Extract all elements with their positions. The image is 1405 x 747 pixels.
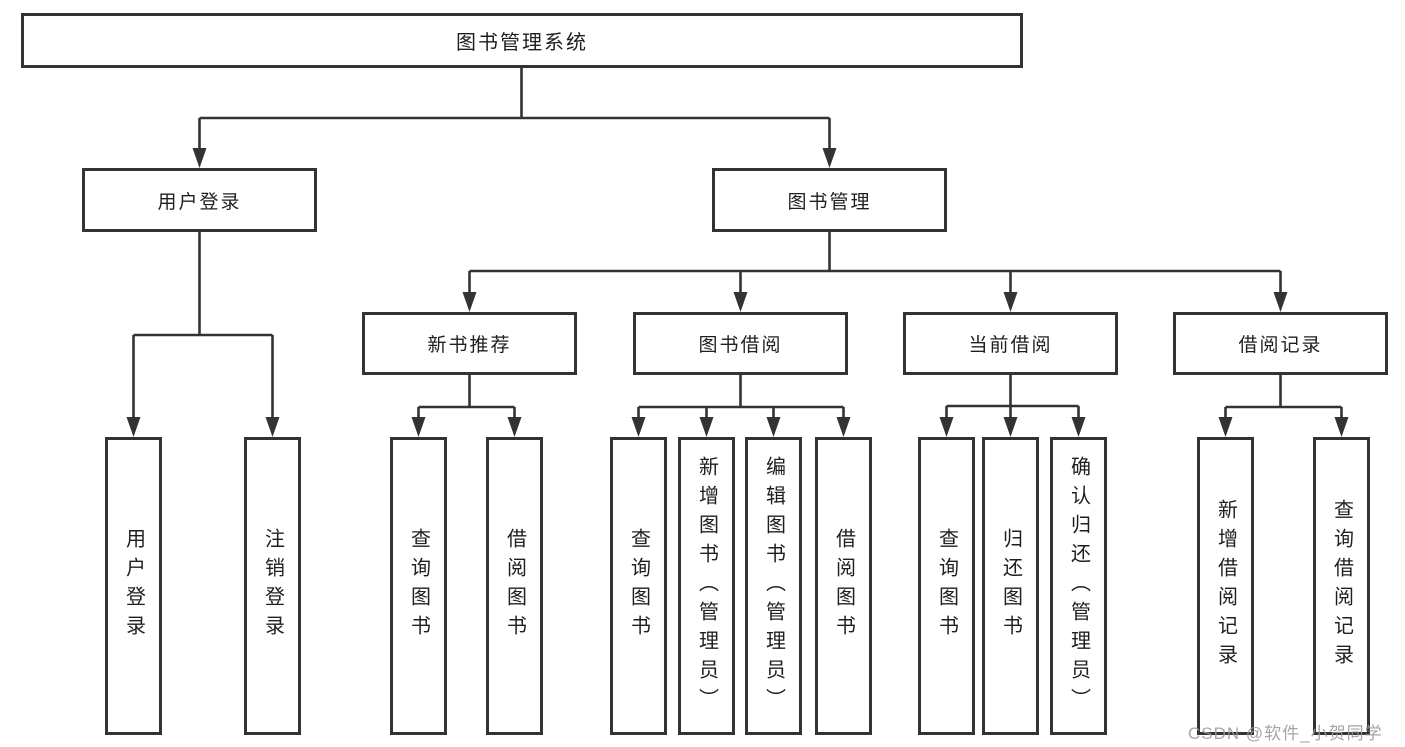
arrow-down-icon	[733, 292, 748, 312]
csdn-watermark: CSDN @软件_小贺同学	[1188, 724, 1383, 743]
leaf-borrow-book-recommend-label: 借阅图书	[503, 528, 526, 644]
node-user-login-label: 用户登录	[157, 191, 242, 213]
leaf-return-book: 归还图书	[982, 437, 1039, 735]
node-borrow-record: 借阅记录	[1173, 312, 1388, 375]
arrowheads	[126, 148, 1349, 437]
node-user-login: 用户登录	[82, 168, 317, 232]
node-book-borrow: 图书借阅	[633, 312, 848, 375]
node-book-borrow-label: 图书借阅	[698, 335, 783, 356]
arrow-down-icon	[1003, 417, 1018, 437]
node-book-management-label: 图书管理	[787, 191, 872, 213]
node-new-book-recommend-label: 新书推荐	[427, 335, 512, 356]
leaf-user-login-label: 用户登录	[122, 528, 145, 644]
leaf-query-book-current: 查询图书	[918, 437, 975, 735]
arrow-down-icon	[411, 417, 426, 437]
edge-newbook-to-leaves	[417, 375, 516, 421]
leaf-query-book-recommend-label: 查询图书	[407, 528, 430, 644]
arrow-down-icon	[1273, 292, 1288, 312]
leaf-add-borrow-record: 新增借阅记录	[1197, 437, 1254, 735]
leaf-return-book-label: 归还图书	[999, 528, 1022, 644]
node-book-management: 图书管理	[712, 168, 947, 232]
node-root-label: 图书管理系统	[456, 32, 588, 54]
arrow-down-icon	[699, 417, 714, 437]
leaf-borrow-book-borrow: 借阅图书	[815, 437, 872, 735]
node-current-borrow: 当前借阅	[903, 312, 1118, 375]
arrow-down-icon	[507, 417, 522, 437]
edge-bookborrow-to-leaves	[637, 375, 845, 421]
leaf-query-book-borrow: 查询图书	[610, 437, 667, 735]
edge-borrowrecord-to-leaves	[1224, 375, 1343, 421]
arrow-down-icon	[462, 292, 477, 312]
leaf-user-login: 用户登录	[105, 437, 162, 735]
arrow-down-icon	[822, 148, 837, 168]
arrow-down-icon	[766, 417, 781, 437]
leaf-query-book-borrow-label: 查询图书	[627, 528, 650, 644]
node-root-system: 图书管理系统	[21, 13, 1023, 68]
arrow-down-icon	[1003, 292, 1018, 312]
edge-root-to-level2	[198, 68, 831, 152]
arrow-down-icon	[192, 148, 207, 168]
edge-userlogin-to-leaves	[132, 232, 274, 421]
arrow-down-icon	[1218, 417, 1233, 437]
node-current-borrow-label: 当前借阅	[968, 335, 1053, 356]
leaf-confirm-return-admin: 确认归还（管理员）	[1050, 437, 1107, 735]
node-new-book-recommend: 新书推荐	[362, 312, 577, 375]
leaf-edit-book-admin: 编辑图书（管理员）	[745, 437, 802, 735]
leaf-edit-book-admin-label: 编辑图书（管理员）	[762, 455, 785, 717]
leaf-add-book-admin: 新增图书（管理员）	[678, 437, 735, 735]
leaf-query-borrow-record: 查询借阅记录	[1313, 437, 1370, 735]
leaf-query-borrow-record-label: 查询借阅记录	[1330, 499, 1353, 673]
edge-bookmgmt-to-level3	[468, 232, 1282, 296]
leaf-add-borrow-record-label: 新增借阅记录	[1214, 499, 1237, 673]
node-borrow-record-label: 借阅记录	[1238, 335, 1323, 356]
arrow-down-icon	[1071, 417, 1086, 437]
edge-currentborrow-to-leaves	[945, 375, 1080, 421]
arrow-down-icon	[126, 417, 141, 437]
leaf-query-book-recommend: 查询图书	[390, 437, 447, 735]
leaf-borrow-book-recommend: 借阅图书	[486, 437, 543, 735]
arrow-down-icon	[836, 417, 851, 437]
arrow-down-icon	[939, 417, 954, 437]
leaf-borrow-book-borrow-label: 借阅图书	[832, 528, 855, 644]
arrow-down-icon	[1334, 417, 1349, 437]
leaf-query-book-current-label: 查询图书	[935, 528, 958, 644]
leaf-logout: 注销登录	[244, 437, 301, 735]
leaf-add-book-admin-label: 新增图书（管理员）	[695, 455, 718, 717]
leaf-confirm-return-admin-label: 确认归还（管理员）	[1067, 455, 1090, 717]
arrow-down-icon	[631, 417, 646, 437]
leaf-logout-label: 注销登录	[261, 528, 284, 644]
arrow-down-icon	[265, 417, 280, 437]
